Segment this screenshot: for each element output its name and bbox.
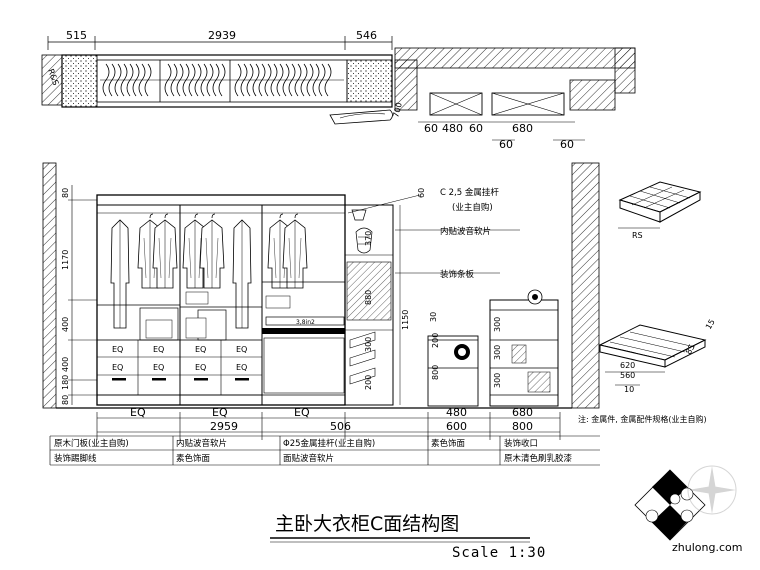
dim-v200: 200 (364, 375, 373, 390)
legend-r1c4: 素色饰面 (431, 438, 466, 449)
drawing-title: 主卧大衣柜C面结构图 (275, 513, 459, 535)
dim-v1170: 1170 (61, 250, 70, 270)
dim-60-c: 60 (499, 138, 513, 151)
watermark-flower-icon (687, 465, 737, 515)
legend-r2c1: 装饰踢脚线 (54, 453, 97, 464)
dim-2939: 2939 (208, 29, 236, 42)
watermark-logo: zhulong.com (634, 465, 742, 554)
dim-680-plan: 680 (512, 122, 533, 135)
legend-r1c2: 内贴波音软片 (176, 438, 227, 449)
legend-r1c5: 装饰收口 (504, 438, 538, 449)
dim-700: 700 (391, 101, 404, 118)
dim-480: 480 (446, 406, 467, 419)
legend-table: 原木门板(业主自购) 内贴波音软片 Φ25金属挂杆(业主自购) 素色饰面 装饰收… (49, 435, 600, 466)
dim-v300b: 300 (493, 317, 502, 332)
legend-r2c3: 面贴波音软片 (283, 453, 334, 464)
drawing-scale: Scale 1:30 (452, 545, 546, 561)
drawer-label-f: EQ (153, 363, 164, 372)
detail-10: 10 (624, 385, 634, 394)
dim-v370: 370 (364, 231, 373, 246)
dim-60-b: 60 (469, 122, 483, 135)
dim-v800: 800 (431, 365, 440, 380)
drawer-label-e: EQ (112, 363, 123, 372)
dim-v30: 30 (429, 312, 438, 322)
tray-detail-bottom: 620 560 10 85 15 (598, 318, 717, 394)
drawer-label-a: EQ (112, 345, 123, 354)
dim-v400: 400 (61, 317, 70, 332)
detail-rs: RS (632, 231, 643, 240)
dim-v400b: 400 (61, 357, 70, 372)
drawer-label-b: EQ (153, 345, 164, 354)
elevation-view: 80 1170 400 400 180 80 (42, 162, 707, 466)
dim-v300d: 300 (493, 373, 502, 388)
dim-480-plan: 480 (442, 122, 463, 135)
drawer-label-g: EQ (195, 363, 206, 372)
dim-2959: 2959 (210, 420, 238, 433)
dim-60-d: 60 (560, 138, 574, 151)
callout-veneer: 内贴波音软片 (440, 226, 491, 237)
dim-680: 680 (512, 406, 533, 419)
legend-r1c3: Φ25金属挂杆(业主自购) (283, 438, 375, 449)
dim-600: 600 (446, 420, 467, 433)
legend-r2c2: 素色饰面 (176, 453, 211, 464)
callout-owner: (业主自购) (452, 202, 493, 213)
drawer-label-h: EQ (236, 363, 247, 372)
drawer-label-c: EQ (195, 345, 206, 354)
legend-r2c5: 原木清色刷乳胶漆 (504, 453, 573, 464)
drawer-label-d: EQ (236, 345, 247, 354)
plan-view: 515 2939 546 R&S 700 60 48 (41, 29, 636, 151)
dim-515: 515 (66, 29, 87, 42)
dim-v180: 180 (61, 375, 70, 390)
tray-detail-top: RS (618, 181, 702, 240)
detail-15: 15 (704, 318, 717, 331)
callout-rod: C 2,5 金属挂杆 (440, 187, 499, 198)
dim-546: 546 (356, 29, 377, 42)
detail-620: 620 (620, 361, 635, 370)
dim-v300c: 300 (493, 345, 502, 360)
dim-eq3: EQ (294, 406, 310, 419)
legend-r1c1: 原木门板(业主自购) (54, 438, 129, 449)
dim-v80b: 80 (61, 395, 70, 405)
rod-label: 3,8in2 (296, 319, 315, 326)
dim-506: 506 (330, 420, 351, 433)
dim-eq1: EQ (130, 406, 146, 419)
dim-800: 800 (512, 420, 533, 433)
detail-560: 560 (620, 371, 635, 380)
watermark-text: zhulong.com (672, 541, 742, 554)
dim-v1150: 1150 (401, 310, 410, 330)
dim-v300: 300 (364, 337, 373, 352)
dim-v200b: 200 (431, 333, 440, 348)
dim-v60: 60 (417, 188, 426, 198)
dim-60-a: 60 (424, 122, 438, 135)
detail-85: 85 (684, 343, 697, 356)
dim-v80: 80 (61, 188, 70, 198)
title-block: 主卧大衣柜C面结构图 Scale 1:30 (270, 513, 546, 561)
callout-trim: 装饰条板 (440, 269, 475, 280)
dim-v880: 880 (364, 290, 373, 305)
dim-eq2: EQ (212, 406, 228, 419)
side-note: 注: 金属件, 金属配件规格(业主自购) (578, 414, 707, 424)
